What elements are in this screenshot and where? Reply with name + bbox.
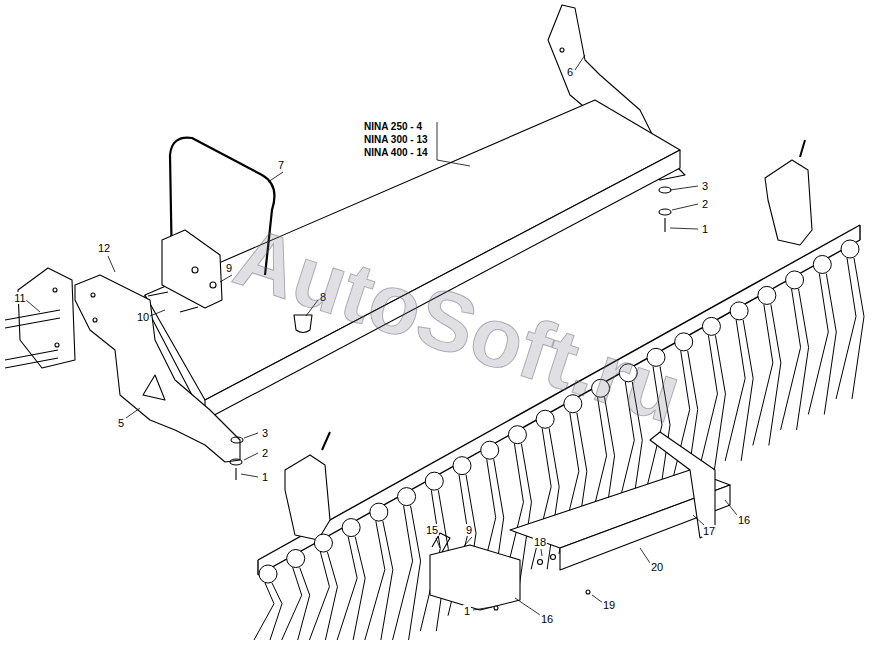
callout-number: 2 bbox=[261, 447, 269, 459]
tine-coil bbox=[786, 271, 804, 289]
tine bbox=[836, 258, 856, 399]
tine-coil bbox=[259, 565, 277, 583]
tine bbox=[337, 537, 357, 640]
callout-number: 17 bbox=[702, 525, 716, 537]
tine bbox=[531, 428, 551, 569]
tine-coil bbox=[619, 364, 637, 382]
model-note: NINA 300 - 13 bbox=[363, 134, 429, 145]
callout-number: 10 bbox=[136, 311, 150, 323]
tine-coil bbox=[592, 379, 610, 397]
callout-number: 2 bbox=[701, 198, 709, 210]
tine bbox=[781, 289, 801, 430]
tine-coil bbox=[508, 426, 526, 444]
tine bbox=[741, 320, 753, 461]
tine-coil bbox=[813, 255, 831, 273]
tine-coil bbox=[730, 302, 748, 320]
callout-number: 12 bbox=[97, 242, 111, 254]
mounting-plate bbox=[18, 268, 75, 368]
watermark: AutoSoft.ru bbox=[224, 210, 692, 441]
clamp bbox=[285, 455, 330, 540]
callout-number: 15 bbox=[425, 524, 439, 536]
tine bbox=[298, 568, 310, 640]
callout-number: 11 bbox=[13, 292, 26, 304]
harrow-bar bbox=[258, 225, 860, 575]
callout-number: 1 bbox=[701, 223, 709, 235]
model-note: NINA 250 - 4 bbox=[363, 121, 423, 132]
tine-coil bbox=[841, 240, 859, 258]
tine-coil bbox=[425, 472, 443, 490]
tine-coil bbox=[287, 550, 305, 568]
tine-coil bbox=[675, 333, 693, 351]
tine bbox=[519, 444, 531, 585]
tine bbox=[753, 304, 773, 445]
tine bbox=[365, 521, 385, 640]
tine-coil bbox=[481, 441, 499, 459]
tine bbox=[254, 583, 274, 640]
tine bbox=[713, 335, 725, 476]
callout-number: 1 bbox=[261, 471, 269, 483]
tine bbox=[852, 258, 864, 399]
leader-lines bbox=[26, 55, 737, 615]
callout-number: 5 bbox=[117, 417, 125, 429]
model-note: NINA 400 - 14 bbox=[363, 147, 429, 158]
callout-number: 1 bbox=[463, 605, 471, 617]
callout-number: 3 bbox=[261, 427, 269, 439]
tine bbox=[282, 568, 302, 640]
tine bbox=[409, 506, 421, 640]
tine bbox=[547, 428, 559, 569]
tine-coil bbox=[758, 286, 776, 304]
callout-number: 7 bbox=[277, 159, 285, 171]
tine bbox=[393, 506, 413, 640]
callout-number: 18 bbox=[533, 536, 547, 548]
callout-number: 16 bbox=[737, 514, 751, 526]
tine-coil bbox=[453, 457, 471, 475]
tine-coil bbox=[370, 503, 388, 521]
callout-number: 8 bbox=[319, 291, 327, 303]
callout-number: 3 bbox=[701, 180, 709, 192]
tine bbox=[325, 552, 337, 640]
tine bbox=[797, 289, 809, 430]
tine bbox=[725, 320, 745, 461]
callout-number: 6 bbox=[566, 66, 574, 78]
tine bbox=[353, 537, 365, 640]
tine bbox=[697, 335, 717, 476]
tine bbox=[309, 552, 329, 640]
bolt bbox=[5, 310, 60, 368]
tine-coil bbox=[342, 519, 360, 537]
callout-number: 16 bbox=[540, 613, 554, 625]
callout-number: 9 bbox=[465, 524, 473, 536]
clamp bbox=[765, 160, 812, 245]
callout-number: 19 bbox=[602, 599, 616, 611]
bolt bbox=[148, 292, 198, 312]
callout-number: 20 bbox=[650, 561, 664, 573]
support-bracket bbox=[650, 432, 715, 538]
tine bbox=[808, 273, 828, 414]
tine-coil bbox=[398, 488, 416, 506]
tine-coil bbox=[314, 534, 332, 552]
support-bracket bbox=[430, 545, 520, 610]
tine bbox=[381, 521, 393, 640]
tine-coil bbox=[647, 348, 665, 366]
tine-coil bbox=[536, 410, 554, 428]
tine-coil bbox=[702, 317, 720, 335]
handle-plate bbox=[162, 230, 222, 308]
tine bbox=[270, 583, 282, 640]
tine bbox=[769, 304, 781, 445]
tine bbox=[824, 273, 836, 414]
knob bbox=[294, 315, 312, 333]
callout-number: 9 bbox=[225, 262, 233, 274]
tray-top bbox=[145, 100, 680, 400]
tine-coil bbox=[564, 395, 582, 413]
